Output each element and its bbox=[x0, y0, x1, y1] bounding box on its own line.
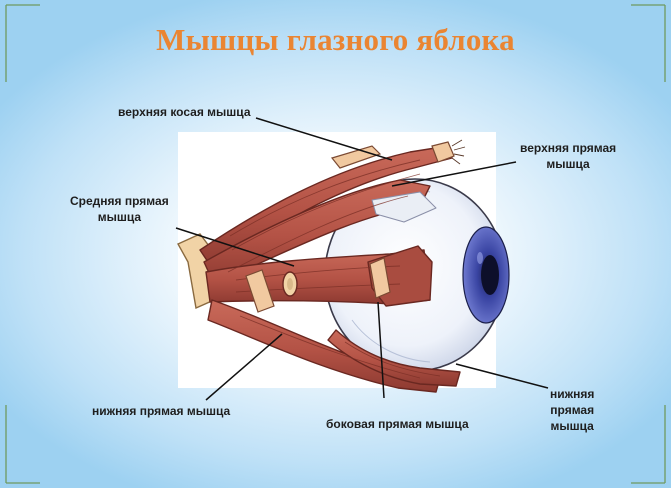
trochlea-fringe bbox=[451, 139, 466, 165]
label-inferior-rectus-muscle-left: нижняя прямая мышца bbox=[92, 403, 230, 419]
label-medial-rectus-muscle: Средняя прямая мышца bbox=[70, 193, 169, 225]
label-text: Средняя прямая bbox=[70, 194, 169, 208]
iris bbox=[462, 226, 510, 324]
label-lateral-rectus-muscle: боковая прямая мышца bbox=[326, 416, 469, 432]
label-text: нижняя прямая мышца bbox=[92, 404, 231, 418]
muscle-fibers bbox=[227, 159, 441, 379]
label-text: мышца bbox=[97, 210, 142, 224]
label-text: верхняя прямая bbox=[520, 141, 617, 155]
label-text: верхняя косая мышца bbox=[118, 105, 251, 119]
label-superior-rectus-muscle: верхняя прямая мышца bbox=[520, 140, 616, 172]
tendon-ring bbox=[282, 271, 298, 297]
label-text: боковая прямая мышца bbox=[326, 417, 469, 431]
label-inferior-rectus-muscle-right: нижняя прямая мышца bbox=[550, 386, 594, 434]
label-superior-oblique-muscle: верхняя косая мышца bbox=[118, 104, 251, 120]
label-text: мышца bbox=[550, 419, 594, 433]
tendon-pads bbox=[245, 141, 455, 313]
page-title: Мышцы глазного яблока bbox=[156, 22, 515, 57]
label-text: нижняя bbox=[550, 387, 595, 401]
label-text: мышца bbox=[546, 157, 590, 171]
label-text: прямая bbox=[550, 403, 595, 417]
leader-lines bbox=[175, 117, 549, 401]
